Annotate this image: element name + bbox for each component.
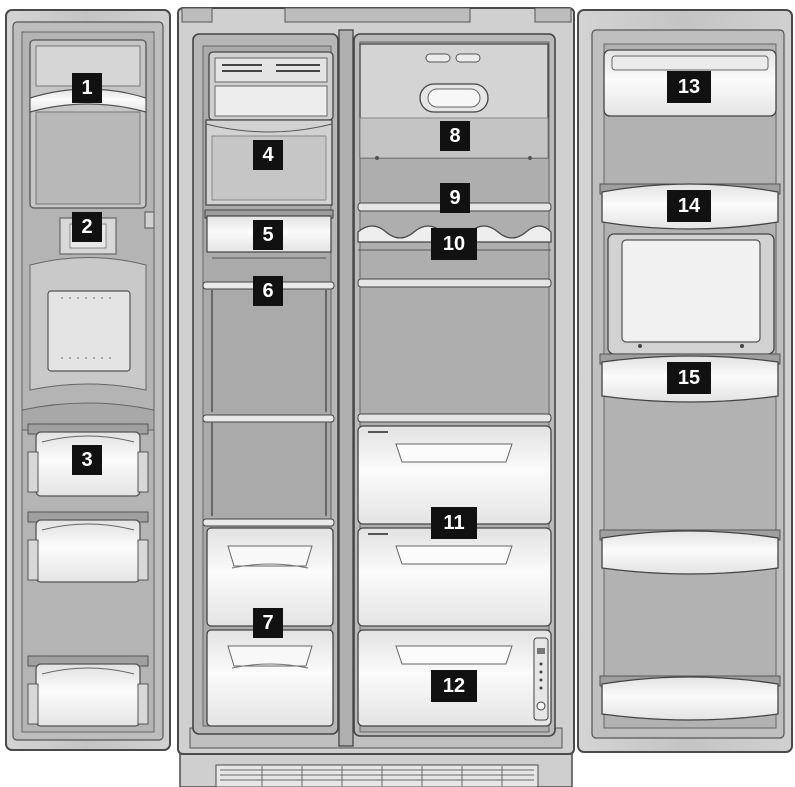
- callout-12: 12: [431, 670, 477, 702]
- svg-text:9: 9: [449, 187, 460, 209]
- callout-14: 14: [667, 190, 711, 222]
- fresh-food-door-bin: [600, 530, 780, 574]
- freezer-basket: [207, 630, 333, 726]
- fresh-food-door-bin: [600, 676, 780, 720]
- callout-1: 1: [72, 73, 102, 103]
- svg-text:12: 12: [443, 675, 465, 697]
- large-door-bin: [608, 234, 774, 354]
- callout-5: 5: [253, 220, 283, 250]
- svg-text:14: 14: [678, 195, 701, 217]
- svg-text:4: 4: [262, 144, 274, 166]
- svg-text:8: 8: [449, 125, 460, 147]
- callout-10: 10: [431, 228, 477, 260]
- freezer-door-bin: [28, 656, 148, 726]
- svg-text:10: 10: [443, 233, 465, 255]
- base-grille: [180, 750, 572, 787]
- callout-8: 8: [440, 121, 470, 151]
- callout-3: 3: [72, 445, 102, 475]
- svg-text:11: 11: [443, 512, 464, 534]
- callout-7: 7: [253, 608, 283, 638]
- callout-11: 11: [431, 507, 477, 539]
- crisper-drawer: [358, 528, 551, 626]
- svg-text:5: 5: [262, 224, 273, 246]
- ice-compartment: [30, 40, 146, 208]
- callout-15: 15: [667, 362, 711, 394]
- freezer-door: [6, 10, 170, 750]
- callout-4: 4: [253, 140, 283, 170]
- svg-text:15: 15: [678, 367, 700, 389]
- callout-9: 9: [440, 183, 470, 213]
- svg-text:3: 3: [81, 449, 92, 471]
- callout-6: 6: [253, 276, 283, 306]
- svg-text:7: 7: [262, 612, 273, 634]
- callout-2: 2: [72, 212, 102, 242]
- svg-text:2: 2: [81, 216, 92, 238]
- svg-text:13: 13: [678, 76, 700, 98]
- callout-13: 13: [667, 71, 711, 103]
- center-divider: [339, 30, 353, 746]
- svg-text:6: 6: [262, 280, 273, 302]
- ice-maker: [209, 52, 333, 120]
- freezer-door-bin: [28, 512, 148, 582]
- svg-text:1: 1: [81, 77, 92, 99]
